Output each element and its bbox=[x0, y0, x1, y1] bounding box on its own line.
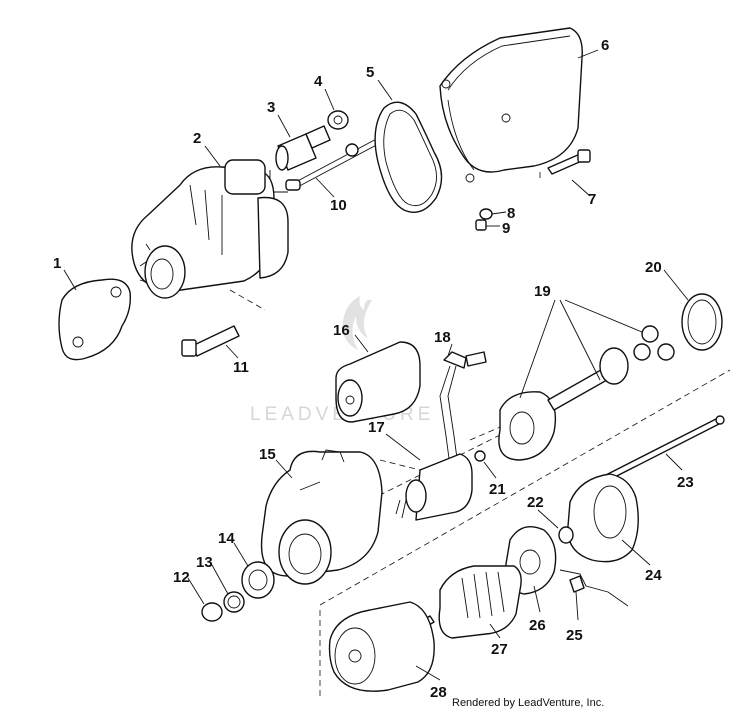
callout-26: 26 bbox=[529, 617, 546, 634]
callout-22: 22 bbox=[527, 494, 544, 511]
callout-1: 1 bbox=[53, 255, 61, 272]
leader-lines bbox=[63, 49, 689, 681]
part-shift-lever bbox=[439, 351, 487, 467]
callout-3: 3 bbox=[267, 99, 275, 116]
part-clutch-shaft bbox=[395, 453, 473, 521]
callout-15: 15 bbox=[259, 446, 276, 463]
callout-28: 28 bbox=[430, 684, 447, 701]
callout-5: 5 bbox=[366, 64, 374, 81]
part-armature bbox=[419, 565, 522, 639]
part-solenoid bbox=[335, 341, 421, 423]
callout-10: 10 bbox=[330, 197, 347, 214]
callout-13: 13 bbox=[196, 554, 213, 571]
callout-27: 27 bbox=[491, 641, 508, 658]
part-mounting-gasket bbox=[58, 278, 132, 361]
callout-7: 7 bbox=[588, 191, 596, 208]
part-screw-9 bbox=[475, 219, 487, 231]
part-through-bolt bbox=[599, 415, 725, 484]
part-planetary-gear-set bbox=[498, 325, 675, 461]
callout-23: 23 bbox=[677, 474, 694, 491]
credit-text: Rendered by LeadVenture, Inc. bbox=[452, 697, 604, 709]
part-end-cover bbox=[439, 27, 583, 183]
part-washer-22 bbox=[558, 526, 574, 544]
part-end-frame bbox=[328, 601, 435, 692]
part-gasket-ring bbox=[374, 101, 443, 213]
part-housing bbox=[260, 449, 383, 585]
part-snap-ring bbox=[223, 591, 245, 613]
part-mounting-bolt bbox=[181, 325, 240, 357]
callout-4: 4 bbox=[314, 73, 323, 90]
callout-8: 8 bbox=[507, 205, 515, 222]
callout-24: 24 bbox=[645, 567, 662, 584]
part-solenoid-plunger bbox=[275, 125, 331, 171]
callout-18: 18 bbox=[434, 329, 451, 346]
callout-16: 16 bbox=[333, 322, 350, 339]
callout-11: 11 bbox=[233, 359, 249, 376]
part-internal-gear-ring bbox=[681, 293, 723, 351]
callout-21: 21 bbox=[489, 481, 506, 498]
part-brush-lead bbox=[559, 569, 629, 607]
callout-2: 2 bbox=[193, 130, 201, 147]
callout-17: 17 bbox=[368, 419, 385, 436]
callout-20: 20 bbox=[645, 259, 662, 276]
part-stop-collar bbox=[201, 602, 223, 622]
part-washer-4 bbox=[327, 110, 349, 130]
part-starter-assembly bbox=[131, 159, 289, 299]
part-washer-8 bbox=[479, 208, 493, 220]
part-steel-ball bbox=[474, 450, 486, 462]
callout-labels: 1 2 3 4 5 6 7 8 9 10 11 12 13 14 15 16 1… bbox=[53, 37, 694, 701]
part-bolt-7 bbox=[547, 149, 591, 175]
callout-6: 6 bbox=[601, 37, 609, 54]
callout-9: 9 bbox=[502, 220, 510, 237]
callout-19: 19 bbox=[534, 283, 551, 300]
part-pinion-gear bbox=[241, 561, 275, 599]
callout-12: 12 bbox=[173, 569, 190, 586]
callout-25: 25 bbox=[566, 627, 583, 644]
part-yoke bbox=[567, 473, 639, 563]
callout-14: 14 bbox=[218, 530, 235, 547]
